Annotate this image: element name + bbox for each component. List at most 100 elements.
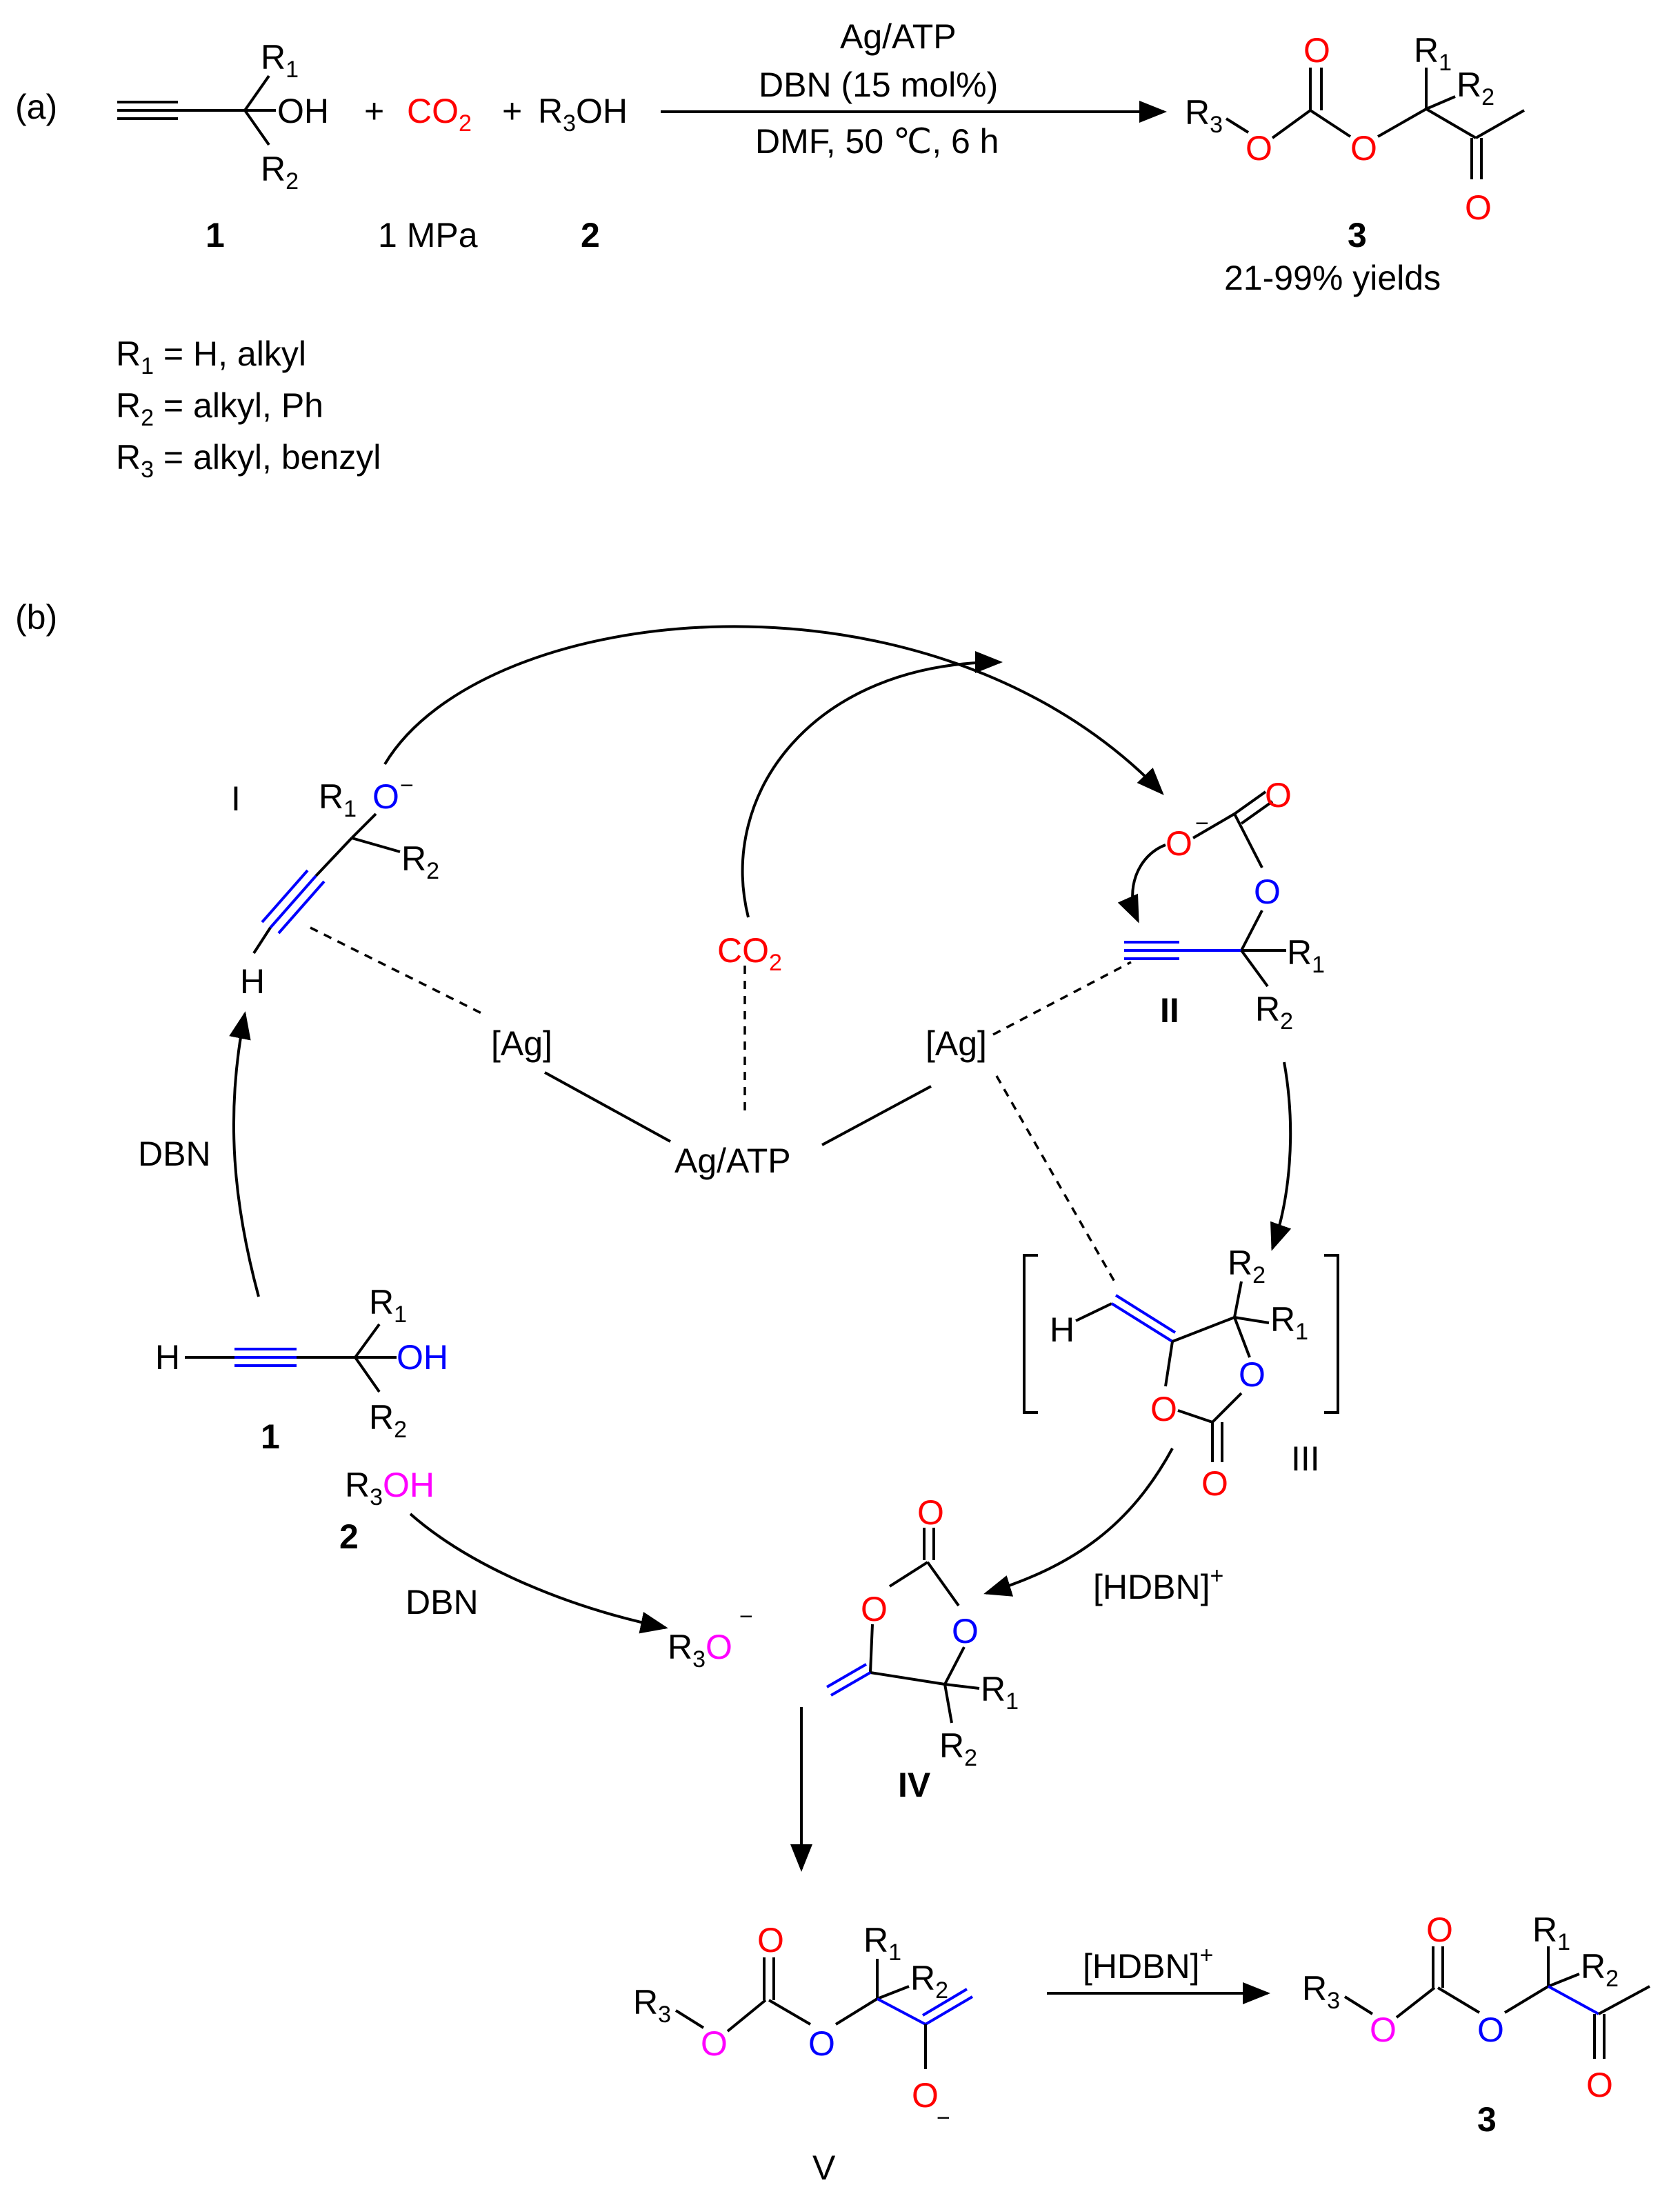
svg-text:R1: R1 bbox=[1414, 31, 1452, 76]
svg-text:O: O bbox=[1586, 2066, 1613, 2104]
svg-text:H: H bbox=[1050, 1310, 1074, 1349]
svg-text:O: O bbox=[1477, 2011, 1504, 2049]
svg-text:R1: R1 bbox=[369, 1283, 407, 1328]
svg-text:O: O bbox=[1254, 872, 1281, 911]
compound-1-label: 1 bbox=[206, 216, 225, 255]
condition-solvent-temp-time: DMF, 50 ℃, 6 h bbox=[755, 122, 999, 161]
svg-text:R2: R2 bbox=[401, 839, 439, 884]
intermediate-IV-label: IV bbox=[898, 1766, 931, 1804]
svg-text:O: O bbox=[1201, 1464, 1228, 1503]
r1-label: R1 bbox=[261, 38, 299, 83]
intermediate-IV-structure: O O O R1 R2 IV bbox=[826, 1493, 1019, 1804]
compound-1-structure: H R1 OH R2 1 bbox=[155, 1283, 448, 1456]
reactant-1-structure: R1 OH R2 bbox=[117, 38, 329, 194]
svg-text:O: O bbox=[912, 2076, 939, 2115]
svg-text:O: O bbox=[1239, 1355, 1266, 1394]
dbn-label-left: DBN bbox=[138, 1135, 211, 1173]
svg-text:R1: R1 bbox=[1270, 1300, 1308, 1345]
panel-a: (a) R1 OH R2 1 + CO2 1 MPa + R3OH 2 Ag/A… bbox=[15, 17, 1525, 483]
svg-text:H: H bbox=[240, 962, 265, 1001]
ag-site-right: [Ag] bbox=[926, 1024, 987, 1063]
co2-label: CO2 bbox=[717, 931, 782, 976]
intermediate-II-label: II bbox=[1160, 991, 1179, 1030]
product-3-structure: R3 O O O R1 R2 O bbox=[1185, 31, 1525, 227]
product-3-structure: R3 O O O R1 R2 O 3 bbox=[1302, 1910, 1650, 2139]
svg-text:R1: R1 bbox=[863, 1921, 901, 1966]
intermediate-V-label: V bbox=[812, 2148, 836, 2185]
svg-text:R1: R1 bbox=[981, 1670, 1019, 1715]
svg-text:R1: R1 bbox=[319, 777, 357, 822]
alkoxide-label: R3O bbox=[668, 1628, 732, 1673]
svg-text:R2: R2 bbox=[1581, 1947, 1619, 1992]
intermediate-III-structure: H O O O R2 R1 III bbox=[1023, 1244, 1339, 1503]
svg-text:O: O bbox=[1370, 2011, 1397, 2049]
svg-text:R2: R2 bbox=[939, 1726, 977, 1771]
svg-text:R2: R2 bbox=[1228, 1244, 1266, 1288]
plus-sign: + bbox=[502, 92, 522, 130]
hdbn-label-right: [HDBN]+ bbox=[1093, 1563, 1223, 1606]
svg-text:O: O bbox=[1303, 31, 1330, 70]
r2-definition: R2 = alkyl, Ph bbox=[116, 386, 323, 431]
panel-b-label: (b) bbox=[15, 598, 57, 637]
panel-b: (b) I R1 O − R2 H [Ag] [Ag] Ag/ATP CO2 bbox=[15, 598, 1650, 2185]
svg-text:O: O bbox=[1265, 776, 1292, 815]
ag-atp-catalyst: Ag/ATP bbox=[674, 1141, 791, 1180]
svg-text:O: O bbox=[1166, 824, 1192, 863]
intermediate-II-structure: O − O O R1 R2 II bbox=[1117, 776, 1325, 1035]
svg-text:O: O bbox=[1246, 129, 1272, 168]
intermediate-V-structure: R3 O O O R1 R2 O − V bbox=[633, 1921, 974, 2185]
svg-text:O: O bbox=[372, 777, 399, 816]
svg-text:−: − bbox=[937, 2105, 950, 2131]
r3-definition: R3 = alkyl, benzyl bbox=[116, 438, 381, 483]
cyclization-arrow bbox=[1270, 1061, 1292, 1251]
svg-text:R3: R3 bbox=[1185, 93, 1223, 138]
intermediate-I-structure: I R1 O − R2 H bbox=[231, 772, 439, 1001]
svg-text:O: O bbox=[1150, 1390, 1177, 1428]
dbn-label-bottom: DBN bbox=[406, 1583, 479, 1622]
r3oh-label: R3OH bbox=[538, 92, 628, 137]
svg-text:R2: R2 bbox=[369, 1398, 407, 1443]
compound-2-label: 2 bbox=[339, 1517, 359, 1556]
svg-text:O: O bbox=[861, 1590, 888, 1628]
svg-text:R1: R1 bbox=[1287, 933, 1325, 978]
r2-label: R2 bbox=[261, 150, 299, 194]
svg-text:R2: R2 bbox=[1457, 66, 1494, 110]
r3oh-label: R3OH bbox=[345, 1466, 434, 1510]
svg-text:R1: R1 bbox=[1532, 1910, 1570, 1955]
oh-label: OH bbox=[277, 92, 329, 130]
svg-text:R2: R2 bbox=[910, 1959, 948, 2004]
svg-text:O: O bbox=[1465, 188, 1492, 227]
svg-text:O: O bbox=[1426, 1910, 1453, 1949]
condition-catalyst: Ag/ATP bbox=[840, 17, 957, 56]
intermediate-III-label: III bbox=[1291, 1439, 1320, 1478]
compound-3-label: 3 bbox=[1477, 2100, 1497, 2139]
deprotonation-arrow bbox=[229, 1011, 260, 1297]
svg-text:O: O bbox=[701, 2024, 728, 2063]
alkoxide-formation-arrow bbox=[409, 1513, 668, 1634]
tautomerization-arrow bbox=[983, 1448, 1174, 1597]
svg-text:R3: R3 bbox=[1302, 1969, 1340, 2014]
cycle-arrow-top bbox=[383, 625, 1164, 795]
svg-text:O: O bbox=[808, 2024, 835, 2063]
svg-text:O: O bbox=[917, 1493, 944, 1532]
compound-2-label: 2 bbox=[581, 216, 600, 255]
pressure-label: 1 MPa bbox=[378, 216, 478, 255]
yield-range: 21-99% yields bbox=[1224, 259, 1441, 297]
svg-text:R3: R3 bbox=[633, 1983, 671, 2028]
svg-text:H: H bbox=[155, 1338, 180, 1377]
svg-text:−: − bbox=[739, 1604, 753, 1630]
panel-a-label: (a) bbox=[15, 88, 57, 126]
svg-text:R2: R2 bbox=[1255, 990, 1293, 1035]
hdbn-label-bottom: [HDBN]+ bbox=[1083, 1942, 1213, 1986]
svg-text:O: O bbox=[757, 1921, 784, 1959]
svg-text:−: − bbox=[400, 772, 414, 799]
compound-1-label: 1 bbox=[261, 1417, 280, 1456]
co2-label: CO2 bbox=[407, 92, 472, 137]
svg-text:OH: OH bbox=[397, 1338, 448, 1377]
co2-insertion-arrow bbox=[741, 651, 1003, 918]
svg-text:O: O bbox=[952, 1612, 979, 1650]
svg-text:O: O bbox=[1350, 129, 1377, 168]
compound-3-label: 3 bbox=[1348, 216, 1367, 255]
intermediate-I-label: I bbox=[231, 779, 241, 818]
